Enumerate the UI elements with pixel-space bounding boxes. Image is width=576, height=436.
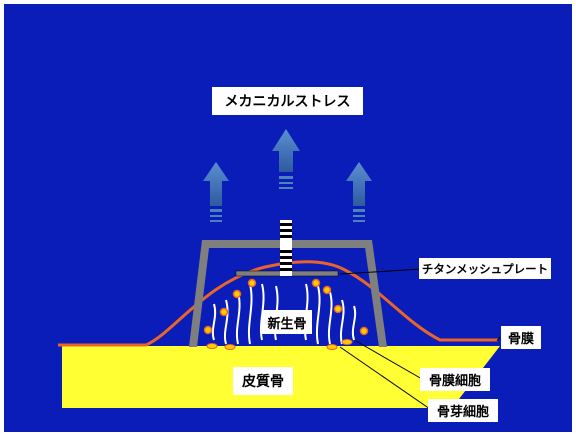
periosteum-curve [58, 260, 498, 347]
cell [206, 343, 218, 349]
center-screw [280, 220, 292, 276]
cell [224, 344, 236, 350]
osteoblast-cells-label: 骨芽細胞 [428, 399, 498, 422]
callout-lines [339, 268, 501, 410]
periosteum-label: 骨膜 [501, 326, 541, 349]
periosteal-cells-label: 骨膜細胞 [420, 368, 490, 391]
titanium-mesh-plate-label: チタンメッシュプレート [419, 258, 551, 279]
cell [219, 307, 229, 317]
cell [326, 344, 338, 350]
cells [203, 278, 369, 350]
cell [341, 339, 353, 345]
stress-arrow-right [346, 162, 372, 222]
cell [203, 325, 213, 335]
cell [311, 278, 321, 288]
cortical-bone-label: 皮質骨 [233, 367, 293, 395]
stress-arrow-center [272, 129, 300, 189]
new-bone-label: 新生骨 [262, 310, 312, 334]
cell [232, 289, 242, 299]
mechanical-stress-label: メカニカルストレス [212, 87, 363, 115]
cell [322, 285, 332, 295]
stress-arrow-left [203, 162, 229, 222]
cell [333, 304, 343, 314]
cell [247, 278, 257, 288]
cell [359, 326, 369, 336]
